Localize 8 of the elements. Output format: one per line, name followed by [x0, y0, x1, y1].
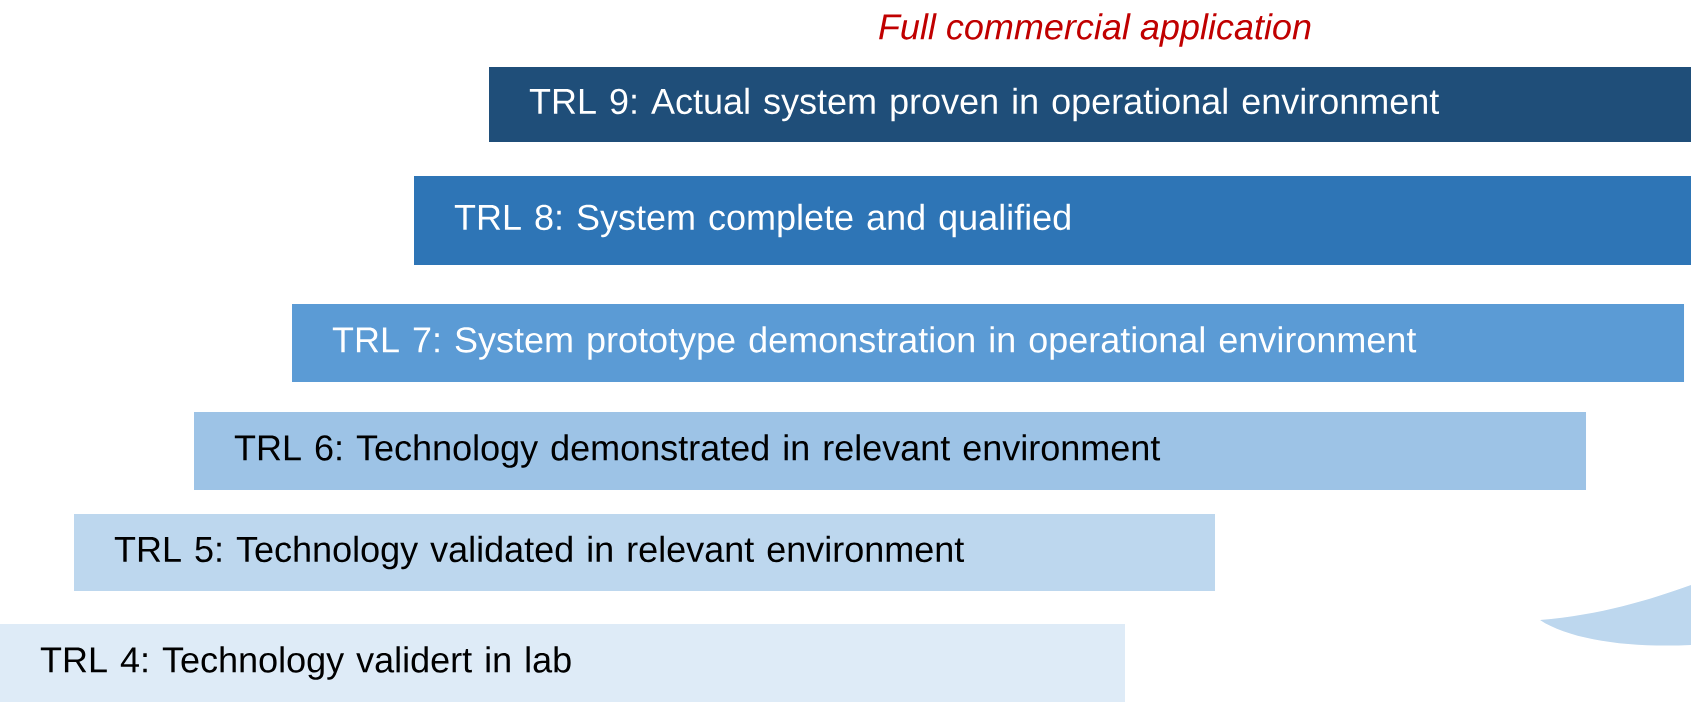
curved-shape [1540, 585, 1691, 646]
title: Full commercial application [879, 13, 1311, 47]
level-bar: TRL 4: Technology validert in lab [0, 624, 1125, 702]
level-bar: TRL 8: System complete and qualified [414, 176, 1691, 265]
level-bar: TRL 7: System prototype demonstration in operational environment [292, 304, 1684, 382]
level-bar: TRL 5: Technology validated in relevant environment [74, 514, 1215, 591]
level-bar: TRL 6: Technology demonstrated in relevant environment [194, 412, 1586, 490]
level-bar: TRL 9: Actual system proven in operational environment [489, 67, 1691, 142]
